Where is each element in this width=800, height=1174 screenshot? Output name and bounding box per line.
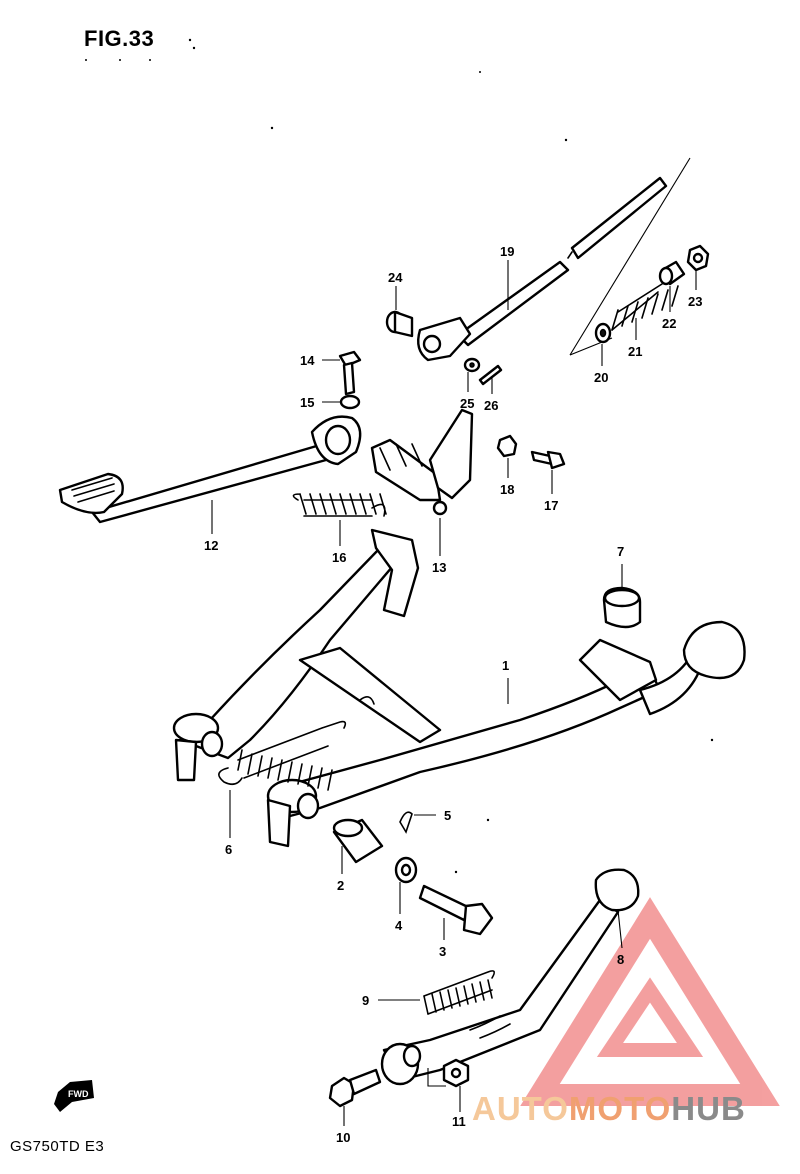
spring-21 xyxy=(611,283,679,331)
callout-6: 6 xyxy=(225,842,232,857)
callout-20: 20 xyxy=(594,370,608,385)
callout-9: 9 xyxy=(362,993,369,1008)
callout-7: 7 xyxy=(617,544,624,559)
callout-14: 14 xyxy=(300,353,315,368)
callout-12: 12 xyxy=(204,538,218,553)
callout-23: 23 xyxy=(688,294,702,309)
scan-specks xyxy=(85,38,714,874)
pedal-shaft xyxy=(370,408,474,516)
pin-5 xyxy=(399,811,413,834)
spring-9 xyxy=(423,970,496,1015)
leader-lines xyxy=(211,260,697,1126)
callout-4: 4 xyxy=(395,918,403,933)
nut-23 xyxy=(686,244,710,272)
callout-10: 10 xyxy=(336,1130,350,1145)
callout-3: 3 xyxy=(439,944,446,959)
model-code: GS750TD E3 xyxy=(10,1138,105,1155)
side-stand xyxy=(380,868,640,1086)
watermark-wordmark: AUTOMOTOHUB xyxy=(472,1090,746,1128)
figure-title: FIG.33 xyxy=(84,26,155,51)
watermark-word-hub: HUB xyxy=(671,1090,746,1127)
spring-16 xyxy=(292,493,387,517)
cotter-pin-26 xyxy=(478,364,503,386)
washer-25 xyxy=(463,357,481,373)
clevis-pin-24 xyxy=(385,310,414,338)
bolt-17 xyxy=(530,450,566,470)
brake-rod xyxy=(456,157,691,356)
callout-15: 15 xyxy=(300,395,314,410)
center-stand xyxy=(172,528,746,848)
callout-16: 16 xyxy=(332,550,346,565)
callout-26: 26 xyxy=(484,398,498,413)
washer-15 xyxy=(339,394,361,410)
callout-2: 2 xyxy=(337,878,344,893)
callout-17: 17 xyxy=(544,498,558,513)
nut-11 xyxy=(427,1058,470,1088)
bolt-3 xyxy=(418,884,494,936)
brake-rod-joint xyxy=(417,316,472,362)
stopper-7 xyxy=(602,586,642,629)
washer-20 xyxy=(594,322,612,344)
callout-21: 21 xyxy=(628,344,642,359)
callout-24: 24 xyxy=(388,270,403,285)
callout-11: 11 xyxy=(452,1114,466,1129)
spring-6 xyxy=(218,720,347,791)
nut-18 xyxy=(496,434,518,458)
callout-13: 13 xyxy=(432,560,446,575)
fwd-label: FWD xyxy=(68,1089,89,1099)
joint-22 xyxy=(658,260,686,286)
bolt-10 xyxy=(328,1068,382,1108)
brake-pedal xyxy=(58,415,362,524)
callout-labels: 1 2 3 4 5 6 7 8 9 10 11 12 13 14 15 16 1… xyxy=(204,244,702,1145)
callout-18: 18 xyxy=(500,482,514,497)
fwd-arrow-icon: FWD xyxy=(54,1080,94,1112)
bolt-14 xyxy=(338,350,362,396)
callout-25: 25 xyxy=(460,396,474,411)
callout-8: 8 xyxy=(617,952,624,967)
watermark-logo xyxy=(520,897,780,1106)
watermark-word-auto: AUTO xyxy=(472,1090,569,1127)
callout-1: 1 xyxy=(502,658,509,673)
watermark-word-moto: MOTO xyxy=(568,1090,672,1127)
callout-22: 22 xyxy=(662,316,676,331)
spacer-2 xyxy=(332,818,384,864)
washer-4 xyxy=(394,856,418,884)
callout-19: 19 xyxy=(500,244,514,259)
callout-5: 5 xyxy=(444,808,451,823)
